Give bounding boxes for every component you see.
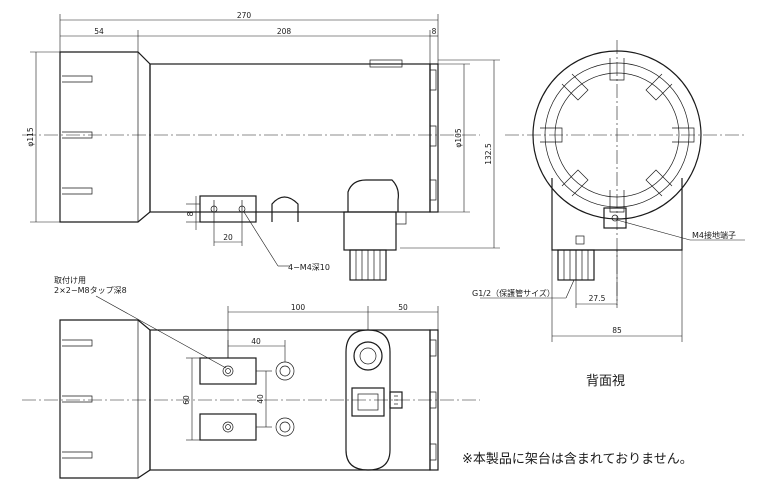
rear-view <box>505 40 745 305</box>
dim-rear-offset: 50 <box>398 303 408 312</box>
dim-bracket-width: 20 <box>223 233 233 242</box>
dim-front-diameter: φ115 <box>26 127 35 146</box>
dim-hole-pitch-y-outer: 60 <box>182 395 191 405</box>
bottom-view-dimensions: 取付け用 2×2−M8タップ深8 100 50 40 60 40 <box>54 275 439 441</box>
dim-bracket-height: 8 <box>186 211 195 216</box>
bottom-view <box>22 319 480 479</box>
dim-front-length: 54 <box>94 27 104 36</box>
label-conduit: G1/2（保護管サイズ） <box>472 288 555 298</box>
dim-rear-cap: 8 <box>432 27 437 36</box>
dim-body-length: 208 <box>277 27 292 36</box>
dim-hole-pitch-y-inner: 40 <box>256 394 265 404</box>
label-ground-terminal: M4接地端子 <box>692 230 736 240</box>
rear-view-caption: 背面視 <box>586 374 626 389</box>
dim-rear-width: 85 <box>612 326 622 335</box>
side-view-dimensions: 270 54 208 8 φ115 φ105 132.5 8 20 <box>26 11 500 272</box>
dim-rear-offset-x: 27.5 <box>589 294 606 303</box>
side-view <box>22 51 480 281</box>
dim-hole-pitch-x: 40 <box>251 337 261 346</box>
note-text: ※本製品に架台は含まれておりません。 <box>462 452 693 467</box>
rear-view-dimensions: M4接地端子 G1/2（保護管サイズ） 27.5 85 <box>472 219 745 342</box>
dim-height: 132.5 <box>484 143 493 165</box>
dim-mount-spacing-long: 100 <box>291 303 306 312</box>
label-mount-tap-line1: 取付け用 <box>54 275 86 285</box>
dim-body-diameter: φ105 <box>454 128 463 147</box>
label-mount-tap-line2: 2×2−M8タップ深8 <box>54 286 127 295</box>
dim-overall-length: 270 <box>237 11 252 20</box>
label-ground-bolt-holes: 4−M4深10 <box>288 263 330 272</box>
